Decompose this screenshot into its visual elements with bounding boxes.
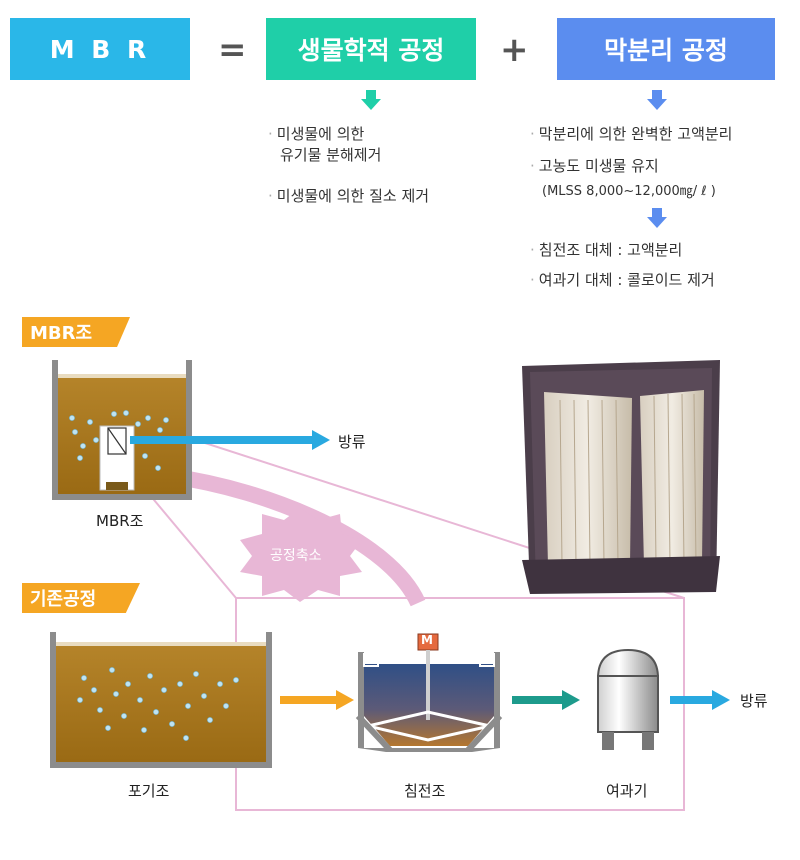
bio-bullet-2: ·미생물에 의한 질소 제거 <box>268 187 430 205</box>
mbr-title-box: M B R <box>10 18 190 80</box>
bio-bullet-1: ·미생물에 의한 유기물 분해제거 <box>268 125 382 164</box>
clarifier-tank <box>355 633 503 753</box>
clarifier-label: 침전조 <box>404 782 446 800</box>
equals-sign: = <box>218 30 247 70</box>
membrane-process-box: 막분리 공정 <box>557 18 775 80</box>
replace-bullet-1: ·침전조 대체 : 고액분리 <box>530 241 683 259</box>
aeration-tank-label: 포기조 <box>128 782 170 800</box>
bio-process-box: 생물학적 공정 <box>266 18 476 80</box>
membrane-process-title: 막분리 공정 <box>604 36 728 65</box>
filter-discharge-arrow <box>670 690 730 710</box>
flow-arrow-orange <box>280 690 354 710</box>
mbr-title: M B R <box>49 34 151 64</box>
mbr-tank <box>52 360 192 500</box>
mlss-note: (MLSS 8,000~12,000㎎/ ℓ ) <box>542 184 716 199</box>
membrane-module-image <box>522 360 720 594</box>
filter-label: 여과기 <box>606 782 648 800</box>
flow-arrow-teal <box>512 690 580 710</box>
filter-discharge-label: 방류 <box>740 692 768 710</box>
mbr-discharge-arrow <box>130 430 330 450</box>
aeration-tank <box>50 632 272 768</box>
bio-process-title: 생물학적 공정 <box>297 36 445 65</box>
membrane-bullet-1: ·막분리에 의한 완벽한 고액분리 <box>530 125 733 143</box>
existing-section-tag: 기존공정 <box>22 583 140 613</box>
mbr-section-tag: MBR조 <box>22 317 130 347</box>
mbr-discharge-label: 방류 <box>338 433 366 451</box>
motor-label: M <box>421 633 433 647</box>
membrane-bullet-2: ·고농도 미생물 유지 <box>530 157 659 175</box>
plus-sign: + <box>500 30 529 70</box>
replace-bullet-2: ·여과기 대체 : 콜로이드 제거 <box>530 271 715 289</box>
filter-vessel <box>596 648 660 750</box>
reduction-badge <box>240 508 362 602</box>
mbr-tank-label: MBR조 <box>96 512 144 530</box>
reduction-badge-label: 공정축소 <box>270 548 322 564</box>
